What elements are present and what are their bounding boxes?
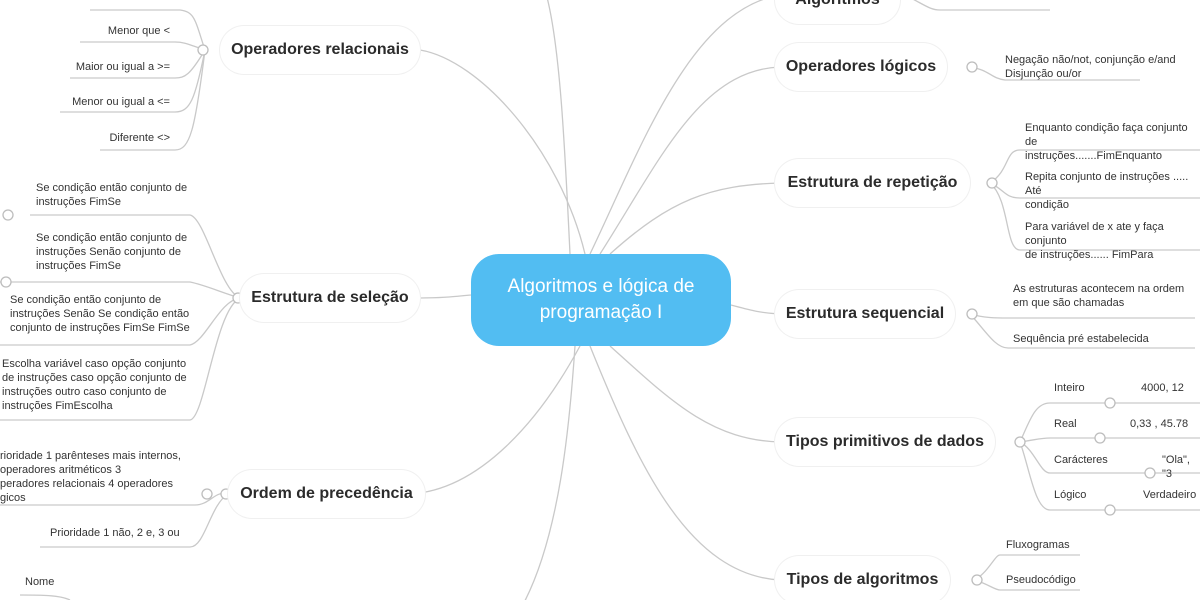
leaf-tipo-value: 0,33 , 45.78	[1130, 418, 1189, 430]
topic-tipos-algoritmos[interactable]: Tipos de algoritmos	[775, 556, 950, 600]
topic-operadores-logicos[interactable]: Operadores lógicos	[775, 43, 947, 91]
leaf-tipo-value: "Ola", "3	[1162, 454, 1190, 480]
leaf-precedencia-1: Prioridade 1 não, 2 e, 3 ou	[50, 527, 180, 539]
leaf-sequencial-0: As estruturas acontecem na ordem em que …	[1013, 283, 1185, 309]
central-topic[interactable]: Algoritmos e lógica de programação I	[471, 254, 731, 346]
leaf-tipo-label: Real	[1054, 418, 1077, 430]
leaf-operadores-logicos-0: Negação não/not, conjunção e/and Disjunç…	[1005, 54, 1176, 80]
leaf-bottom-left-0: Nome	[25, 576, 55, 588]
topic-ordem-precedencia[interactable]: Ordem de precedência	[228, 470, 425, 518]
leaf-tipos-algoritmos-0: Fluxogramas	[1006, 539, 1070, 551]
leaf-repeticao-0: Enquanto condição faça conjunto de instr…	[1025, 122, 1188, 162]
leaf-relacional-3: Diferente <>	[109, 132, 170, 144]
leaf-selecao-1: Se condição então conjunto de instruções…	[36, 232, 188, 272]
topic-estrutura-sequencial[interactable]: Estrutura sequencial	[775, 290, 955, 338]
topic-algoritmos[interactable]: Algoritmos	[775, 0, 900, 24]
leaf-sequencial-1: Sequência pré estabelecida	[1013, 333, 1149, 345]
leaf-tipo-label: Inteiro	[1054, 382, 1085, 394]
leaf-tipos-algoritmos-1: Pseudocódigo	[1006, 574, 1076, 586]
leaf-selecao-0: Se condição então conjunto de instruções…	[36, 182, 188, 208]
leaf-tipo-label: Lógico	[1054, 489, 1087, 501]
leaf-relacional-1: Maior ou igual a >=	[75, 61, 170, 73]
topic-tipos-primitivos[interactable]: Tipos primitivos de dados	[775, 418, 995, 466]
leaf-tipo-value: Verdadeiro	[1143, 489, 1197, 501]
leaf-tipo-label: Carácteres	[1054, 454, 1108, 466]
topic-estrutura-repeticao[interactable]: Estrutura de repetição	[775, 159, 970, 207]
topic-estrutura-selecao[interactable]: Estrutura de seleção	[240, 274, 420, 322]
leaf-precedencia-0: rioridade 1 parênteses mais internos, op…	[0, 450, 181, 504]
leaf-repeticao-1: Repita conjunto de instruções ..... Até …	[1025, 171, 1189, 211]
leaf-tipo-value: 4000, 12	[1141, 382, 1184, 394]
leaf-selecao-3: Escolha variável caso opção conjunto de …	[2, 358, 187, 412]
leaf-selecao-2: Se condição então conjunto de instruções…	[10, 294, 190, 334]
leaf-repeticao-2: Para variável de x ate y faça conjunto d…	[1025, 221, 1164, 261]
leaf-relacional-0: Menor que <	[107, 25, 170, 37]
topic-operadores-relacionais[interactable]: Operadores relacionais	[220, 26, 420, 74]
leaf-relacional-2: Menor ou igual a <=	[72, 96, 170, 108]
